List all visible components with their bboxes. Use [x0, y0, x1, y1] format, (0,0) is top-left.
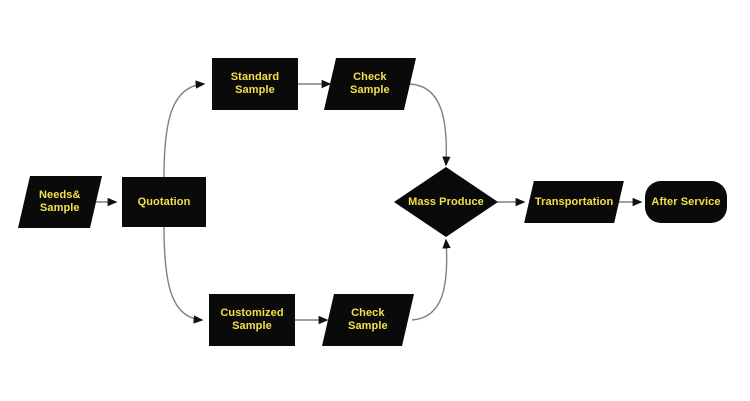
node-transportation-label: Transportation: [534, 195, 614, 208]
node-standard-sample[interactable]: Standard Sample: [212, 58, 298, 110]
node-check-sample-bottom-label: Check Sample: [348, 307, 388, 332]
node-needs-sample-label: Needs& Sample: [39, 189, 81, 214]
node-mass-produce-label: Mass Produce: [408, 195, 484, 208]
node-check-sample-top-label: Check Sample: [350, 71, 390, 96]
node-check-sample-bottom[interactable]: Check Sample: [321, 294, 415, 346]
edge-quotation-to-standard-sample: [163, 80, 206, 178]
node-quotation[interactable]: Quotation: [122, 177, 206, 227]
node-after-service-label: After Service: [651, 195, 721, 208]
node-customized-sample-label: Customized Sample: [220, 307, 284, 332]
node-standard-sample-label: Standard Sample: [230, 71, 280, 96]
node-needs-sample[interactable]: Needs& Sample: [17, 176, 103, 228]
node-transportation[interactable]: Transportation: [524, 181, 624, 223]
node-after-service[interactable]: After Service: [645, 181, 727, 223]
node-quotation-label: Quotation: [137, 195, 191, 208]
node-mass-produce[interactable]: Mass Produce: [394, 167, 498, 237]
node-customized-sample[interactable]: Customized Sample: [209, 294, 295, 346]
node-check-sample-top[interactable]: Check Sample: [323, 58, 417, 110]
edge-check-sample-top-to-mass-produce: [409, 83, 451, 167]
edge-check-sample-bottom-to-mass-produce: [411, 238, 451, 321]
edge-quotation-to-customized-sample: [163, 226, 204, 324]
